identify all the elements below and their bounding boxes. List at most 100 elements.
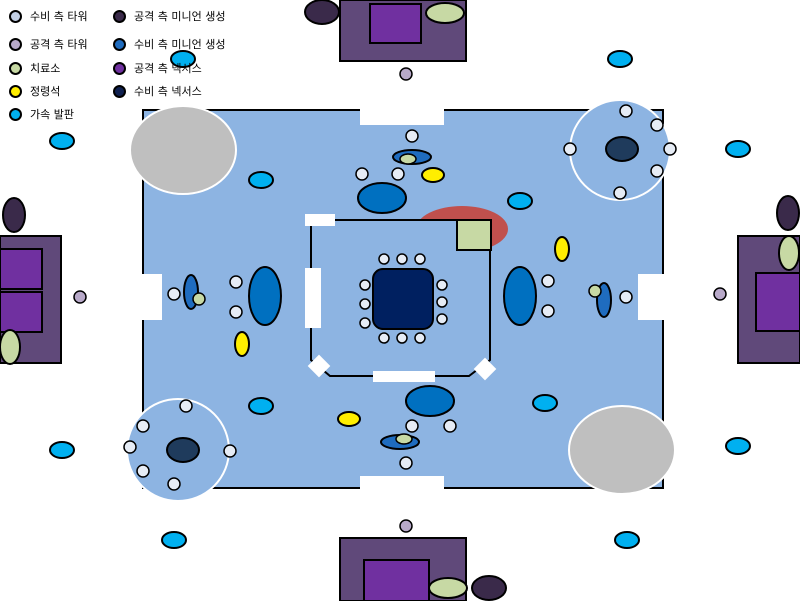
legend-item-defense-nexus: 수비 측 넥서스 bbox=[113, 81, 202, 101]
defense-tower bbox=[619, 104, 633, 118]
inner-gate-se bbox=[473, 357, 497, 381]
defense-minion-spawn bbox=[605, 136, 639, 162]
gate-top bbox=[360, 105, 444, 125]
defense-tower bbox=[396, 332, 408, 344]
spirit-stone bbox=[337, 411, 361, 427]
speed-pad bbox=[607, 50, 633, 68]
attack-base-bottom bbox=[339, 537, 507, 601]
legend-label: 가속 발판 bbox=[30, 108, 74, 121]
defense-tower bbox=[359, 317, 371, 329]
defense-tower bbox=[414, 332, 426, 344]
attack-tower bbox=[73, 290, 87, 304]
inner-gate-bottom bbox=[373, 371, 435, 382]
defense-minion-spawn bbox=[357, 182, 407, 214]
speed-pad bbox=[725, 140, 751, 158]
speed-pad bbox=[532, 394, 558, 412]
legend-item-defense-minion-spawn: 수비 측 미니언 생성 bbox=[113, 34, 225, 54]
defense-tower bbox=[223, 444, 237, 458]
attack-minion-spawn bbox=[2, 197, 26, 233]
attack-minion-spawn bbox=[471, 575, 507, 601]
inner-gate-left bbox=[305, 268, 321, 328]
defense-tower bbox=[613, 186, 627, 200]
heal-pad bbox=[395, 433, 413, 445]
speed-pads bbox=[49, 50, 751, 549]
defense-tower bbox=[436, 279, 448, 291]
defense-tower bbox=[405, 129, 419, 143]
defense-tower bbox=[123, 440, 137, 454]
defense-tower bbox=[650, 118, 664, 132]
legend-item-attack-minion-spawn: 공격 측 미니언 생성 bbox=[113, 6, 225, 26]
attack-nexus bbox=[0, 291, 43, 333]
attack-base-left bbox=[0, 197, 62, 365]
defense-towers bbox=[123, 104, 677, 491]
attack-nexus bbox=[755, 272, 800, 332]
attack-tower bbox=[399, 519, 413, 533]
defense-tower bbox=[414, 253, 426, 265]
defense-tower bbox=[399, 456, 413, 470]
defense-tower bbox=[405, 419, 419, 433]
attack-nexus bbox=[363, 559, 430, 601]
legend-item-healing-station: 치료소 bbox=[9, 58, 60, 78]
defense-tower bbox=[136, 464, 150, 478]
attack-base-right bbox=[737, 195, 800, 364]
legend-label: 공격 측 타워 bbox=[30, 38, 88, 51]
legend-item-attack-nexus: 공격 측 넥서스 bbox=[113, 58, 202, 78]
defense-tower bbox=[436, 296, 448, 308]
gate-right bbox=[638, 274, 668, 320]
defense-tower bbox=[391, 167, 405, 181]
spirit-stone-icon bbox=[9, 84, 22, 98]
spirit-stone bbox=[421, 167, 445, 183]
defense-tower bbox=[355, 167, 369, 181]
heal-square bbox=[456, 219, 492, 251]
defense-tower bbox=[229, 305, 243, 319]
defense-tower bbox=[541, 274, 555, 288]
defense-tower bbox=[663, 142, 677, 156]
defense-minion-spawn bbox=[248, 266, 282, 326]
defense-tower bbox=[359, 298, 371, 310]
defense-minion-spawn bbox=[405, 385, 455, 417]
speed-pad bbox=[49, 441, 75, 459]
defense-tower bbox=[378, 253, 390, 265]
heal-pad bbox=[428, 577, 468, 599]
speed-pad-icon bbox=[9, 107, 22, 121]
defense-tower bbox=[359, 279, 371, 291]
legend: 수비 측 타워 공격 측 타워 치료소 정령석 가속 발판 공격 측 미니언 생… bbox=[0, 0, 260, 121]
attack-tower bbox=[713, 287, 727, 301]
attack-nexus bbox=[0, 248, 43, 290]
legend-item-speed-pad: 가속 발판 bbox=[9, 104, 74, 124]
defense-tower bbox=[443, 419, 457, 433]
defense-minion-spawn bbox=[166, 437, 200, 463]
speed-pad bbox=[248, 397, 274, 415]
inner-gate-top bbox=[305, 214, 335, 226]
defense-tower bbox=[541, 304, 555, 318]
defense-tower bbox=[396, 253, 408, 265]
gray-zone-top-left bbox=[129, 105, 237, 195]
gray-zone-bottom-right bbox=[568, 405, 676, 495]
speed-pad bbox=[725, 437, 751, 455]
attack-minion-spawn-icon bbox=[113, 9, 126, 23]
heal-pad bbox=[0, 329, 21, 365]
gate-left bbox=[138, 274, 162, 320]
legend-item-attack-tower: 공격 측 타워 bbox=[9, 34, 88, 54]
legend-label: 공격 측 넥서스 bbox=[134, 62, 202, 75]
inner-gate-sw bbox=[307, 354, 331, 378]
spirit-stone bbox=[234, 331, 250, 357]
heal-pad bbox=[588, 284, 602, 298]
defense-tower bbox=[563, 142, 577, 156]
attack-nexus bbox=[369, 3, 422, 44]
attack-tower-icon bbox=[9, 37, 22, 51]
defense-minion-spawn-icon bbox=[113, 37, 126, 51]
spirit-stone bbox=[554, 236, 570, 262]
attack-base-top bbox=[304, 0, 467, 62]
legend-label: 수비 측 미니언 생성 bbox=[134, 38, 226, 51]
attack-nexus-icon bbox=[113, 61, 126, 75]
legend-label: 공격 측 미니언 생성 bbox=[134, 10, 226, 23]
defense-tower bbox=[650, 164, 664, 178]
speed-pad bbox=[170, 50, 196, 68]
healing-station-icon bbox=[9, 61, 22, 75]
legend-label: 정령석 bbox=[30, 85, 61, 98]
speed-pad bbox=[507, 192, 533, 210]
heal-pad bbox=[192, 292, 206, 306]
defense-tower bbox=[436, 313, 448, 325]
